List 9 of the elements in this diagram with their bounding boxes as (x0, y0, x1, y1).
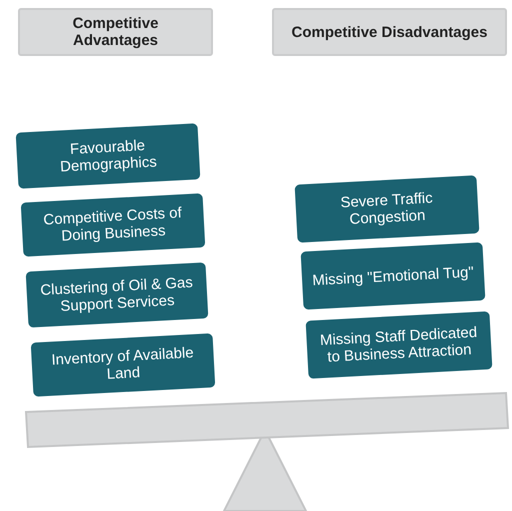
factor-box: Missing Staff Dedicated to Business Attraction (306, 311, 492, 379)
factor-box: Clustering of Oil & Gas Support Services (26, 262, 208, 328)
factor-box: Favourable Demographics (16, 123, 200, 189)
factor-box: Competitive Costs of Doing Business (20, 193, 206, 257)
column-header: Competitive Disadvantages (272, 8, 507, 56)
factor-box: Missing "Emotional Tug" (300, 242, 486, 310)
factor-box: Severe Traffic Congestion (294, 175, 480, 243)
column-header: Competitive Advantages (18, 8, 213, 56)
factor-box: Inventory of Available Land (30, 333, 216, 397)
